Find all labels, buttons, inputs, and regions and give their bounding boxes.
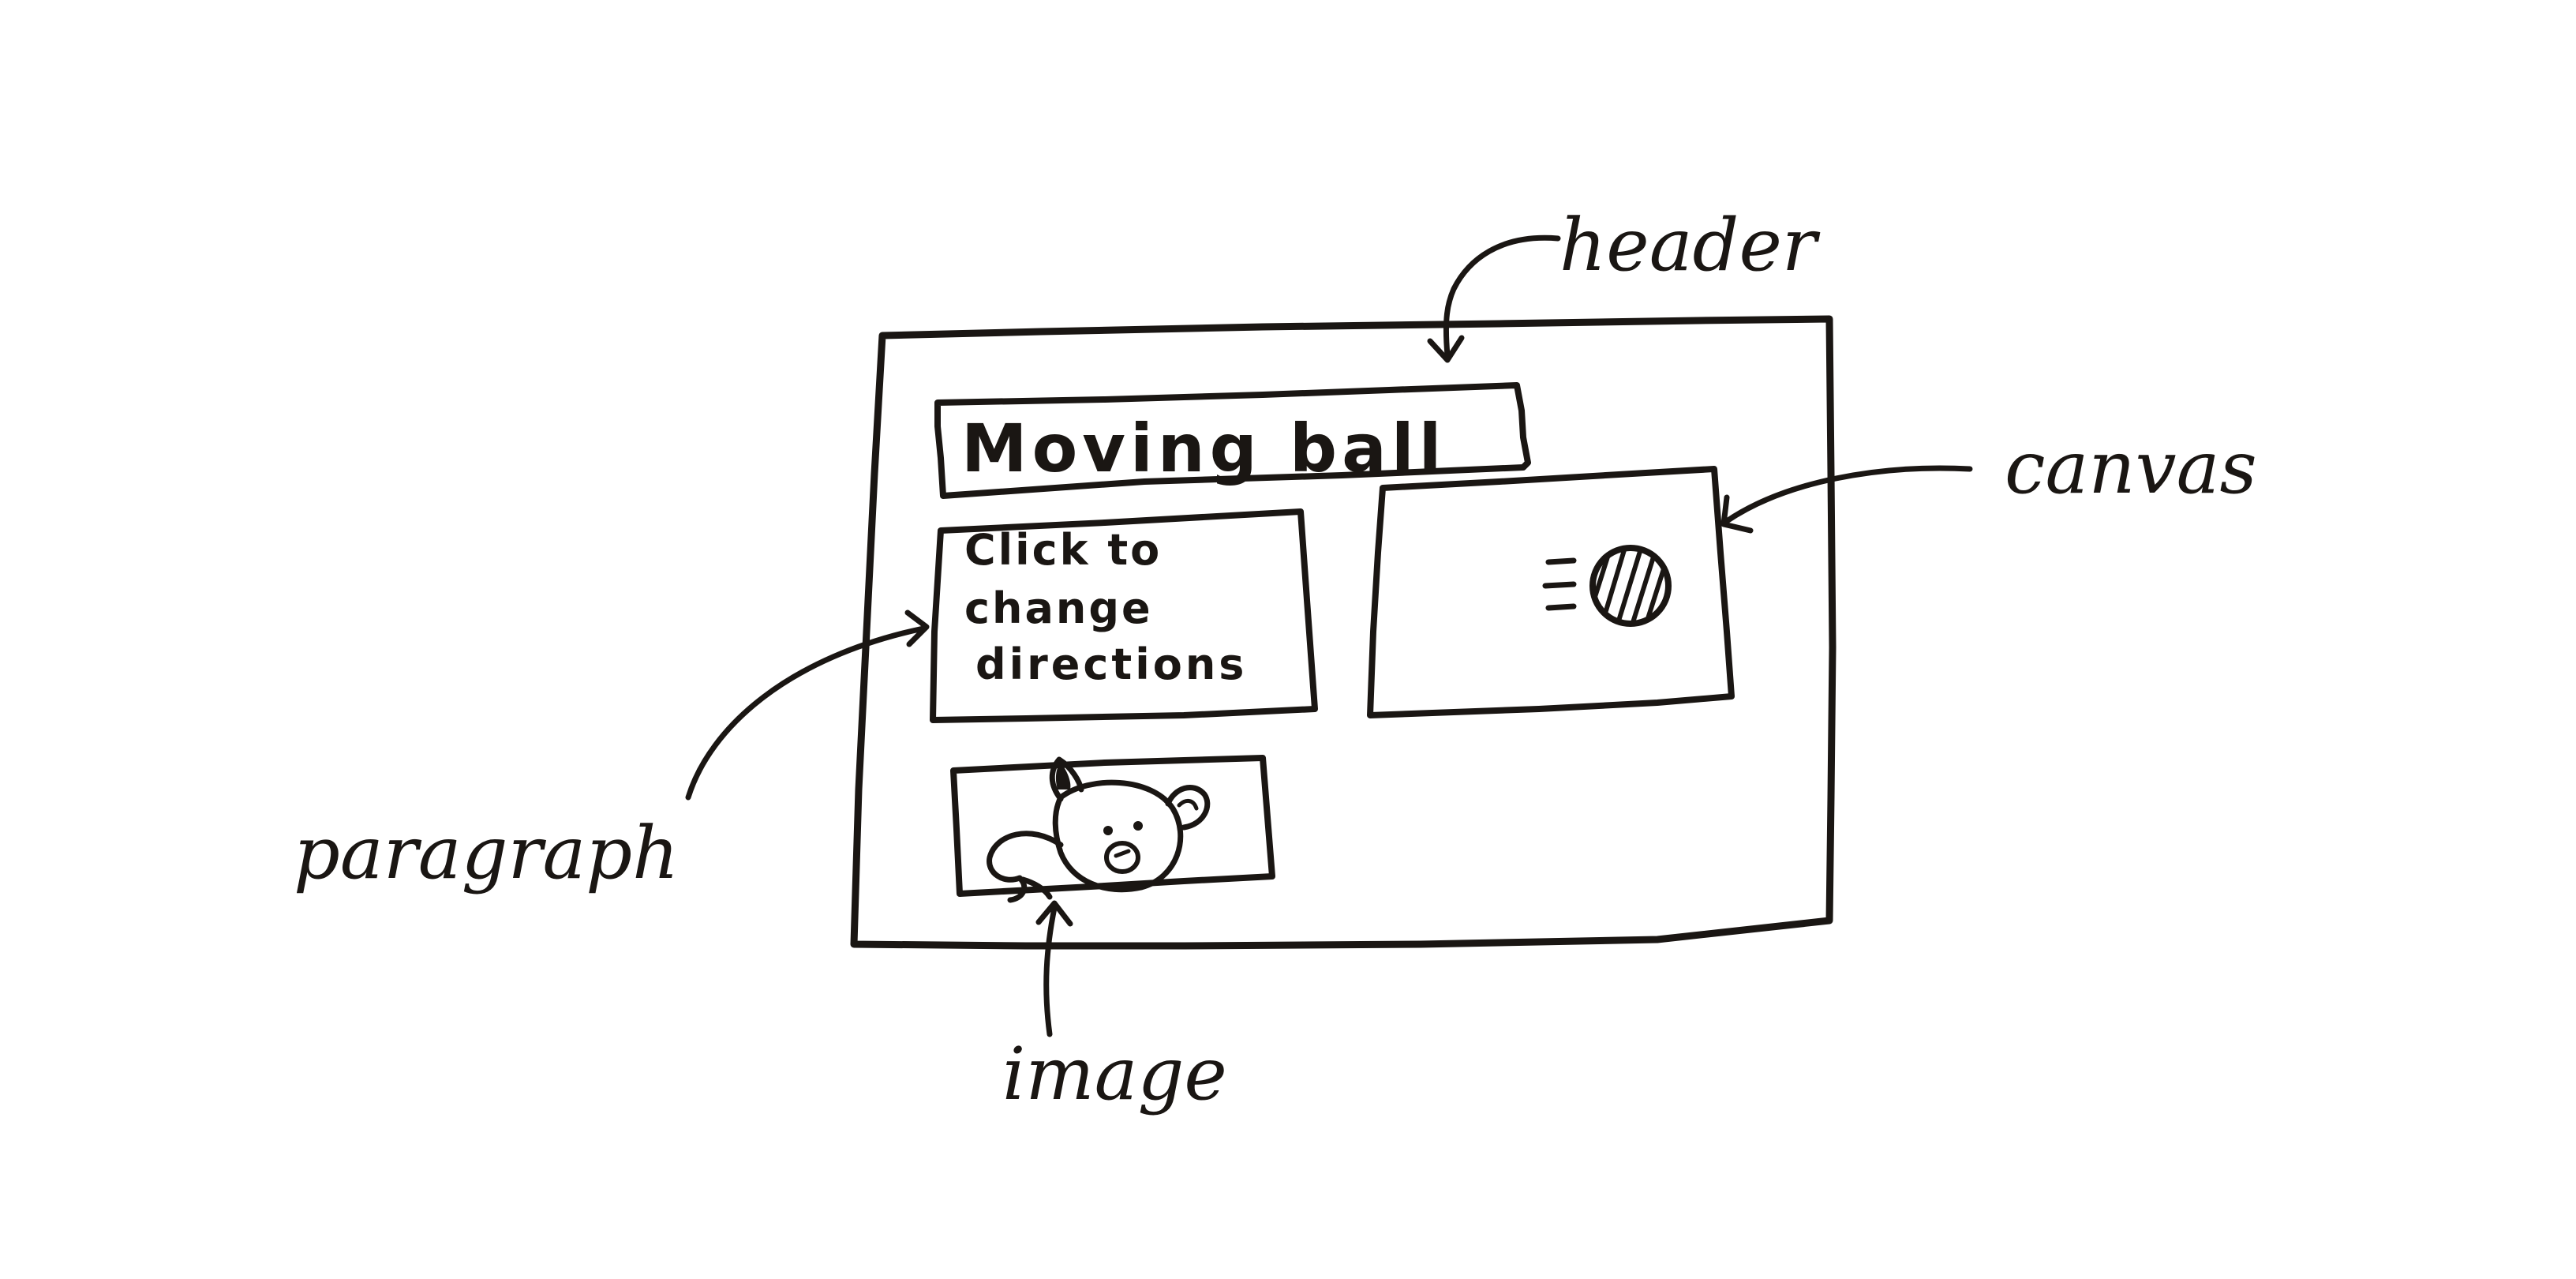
label-image: image xyxy=(1002,1032,1227,1116)
annotation-paragraph: paragraph xyxy=(294,609,930,895)
paragraph-line-1: Click to xyxy=(964,525,1162,575)
label-paragraph: paragraph xyxy=(294,811,679,895)
striped-ball-icon xyxy=(1589,545,1672,627)
label-header: header xyxy=(1559,203,1821,287)
paragraph-box: Click to change directions xyxy=(930,508,1318,723)
header-title: Moving ball xyxy=(961,410,1446,487)
label-canvas: canvas xyxy=(2005,426,2257,510)
canvas-box xyxy=(1367,466,1735,718)
annotation-canvas: canvas xyxy=(1720,426,2257,534)
motion-lines-icon xyxy=(1542,557,1577,611)
header-box: Moving ball xyxy=(934,382,1531,499)
annotation-image: image xyxy=(1002,900,1227,1116)
image-box xyxy=(950,755,1275,903)
paragraph-line-2: change xyxy=(964,583,1153,633)
pig-face-icon xyxy=(987,756,1211,903)
paragraph-line-3: directions xyxy=(975,640,1247,689)
page-frame xyxy=(850,315,1837,950)
annotation-header: header xyxy=(1427,203,1821,363)
